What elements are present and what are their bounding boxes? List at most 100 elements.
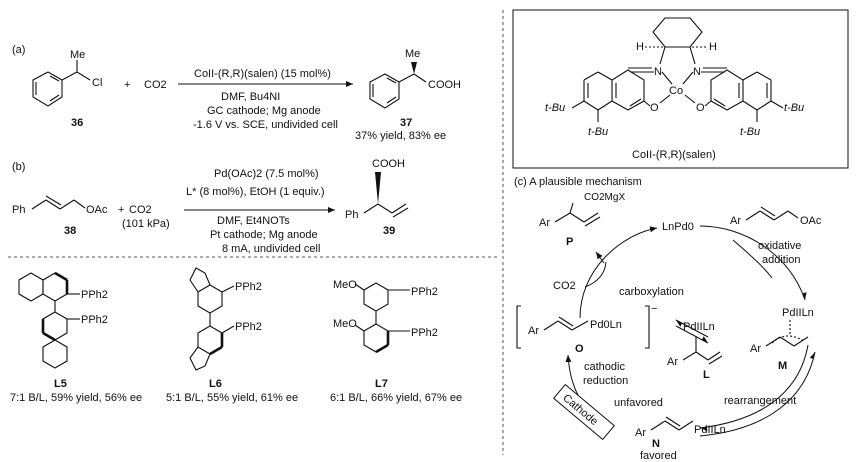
- arrow-l-equilibrium: [675, 319, 709, 338]
- l6-pph2-bot: PPh2: [235, 321, 262, 333]
- mech-m-label: M: [778, 360, 787, 372]
- mech-n-skeleton: [650, 416, 694, 431]
- l6-label: L6: [209, 378, 222, 390]
- l6-pph2-top: PPh2: [235, 281, 262, 293]
- salen-n-left: N: [654, 66, 662, 78]
- sm-36-me: Me: [70, 49, 85, 61]
- mech-o-skeleton: [543, 316, 589, 331]
- mech-o-ar: Ar: [528, 325, 539, 337]
- mech-addition: addition: [762, 254, 801, 266]
- cond-b-3: DMF, Et4NOTs: [217, 215, 290, 227]
- mech-allyl-ar: Ar: [730, 215, 741, 227]
- mech-n-label: N: [652, 438, 660, 450]
- mech-allyl-skeleton: [745, 206, 799, 221]
- mech-n-pd: PdIILn: [694, 424, 726, 436]
- mech-unfavored: unfavored: [614, 397, 663, 409]
- l5-pph2-top: PPh2: [81, 289, 108, 301]
- benzene-ring-36: [32, 60, 91, 107]
- salen-h-left: H: [636, 41, 644, 53]
- benzene-ring-37: [369, 62, 427, 109]
- salen-n-right: N: [693, 66, 701, 78]
- arrow-oxidative-addition: [699, 225, 807, 301]
- arrow-carboxylation: [579, 226, 658, 319]
- l5-label: L5: [54, 378, 67, 390]
- l6-result: 5:1 B/L, 55% yield, 61% ee: [166, 392, 298, 404]
- l7-result: 6:1 B/L, 66% yield, 67% ee: [330, 392, 462, 404]
- arrow-rearrangement-back: [699, 351, 816, 437]
- l5-pph2-bot: PPh2: [81, 314, 108, 326]
- mech-cathodic: cathodic: [584, 361, 625, 373]
- pressure-b: (101 kPa): [122, 218, 170, 230]
- compound-label-37: 37: [400, 117, 412, 129]
- prod-37-me: Me: [405, 48, 420, 60]
- l7-meo-top: MeO: [333, 279, 357, 291]
- mech-n-ar: Ar: [635, 427, 646, 439]
- mech-oxidative: oxidative: [758, 240, 801, 252]
- salen-h-right: H: [709, 41, 717, 53]
- ligand-L7-structure: [354, 282, 410, 354]
- prod-39-skeleton: [363, 172, 409, 218]
- mech-m-skeleton: [765, 320, 809, 347]
- l7-pph2-bot: PPh2: [411, 327, 438, 339]
- mech-p-label: P: [566, 236, 573, 248]
- l7-meo-bot: MeO: [333, 318, 357, 330]
- mech-m-ar: Ar: [750, 343, 761, 355]
- prod-39-cooh: COOH: [372, 158, 405, 170]
- sm-38-ph: Ph: [12, 204, 25, 216]
- mech-o-charge: −: [651, 303, 657, 315]
- co2-b: CO2: [129, 204, 152, 216]
- mech-p-co2mgx: CO2MgX: [584, 192, 625, 203]
- salen-structure-box: [512, 9, 849, 169]
- mech-l-label: L: [703, 369, 710, 381]
- mech-p-skeleton: [554, 202, 601, 227]
- cond-a-4: -1.6 V vs. SCE, undivided cell: [193, 119, 338, 131]
- cathode-box: Cathode: [552, 383, 616, 441]
- salen-caption: CoII-(R,R)(salen): [632, 149, 716, 161]
- cond-a-2: DMF, Bu4NI: [221, 91, 280, 103]
- plus-a: +: [124, 79, 130, 91]
- ligand-L5-structure: [18, 271, 80, 369]
- co2-a: CO2: [144, 79, 167, 91]
- arrow-to-p: [595, 251, 605, 264]
- cond-a-1: CoII-(R,R)(salen) (15 mol%): [194, 68, 331, 80]
- mech-reduction: reduction: [583, 375, 628, 387]
- cond-b-1: Pd(OAc)2 (7.5 mol%): [214, 168, 319, 180]
- arrow-l-equilibrium-back: [675, 325, 709, 344]
- result-a: 37% yield, 83% ee: [355, 130, 446, 142]
- mech-carboxylation: carboxylation: [619, 286, 684, 298]
- sm-38-oac: OAc: [86, 204, 108, 216]
- arrow-co2-entry: [584, 261, 607, 288]
- mech-rearrangement: rearrangement: [724, 395, 796, 407]
- salen-backbone: [571, 46, 784, 122]
- salen-tbu-1: t-Bu: [545, 102, 565, 114]
- ligand-L6-structure: [189, 267, 235, 371]
- l7-label: L7: [375, 378, 388, 390]
- mech-m-pd: PdIILn: [782, 307, 814, 319]
- mech-l-skeleton: [682, 336, 723, 365]
- mech-o-pd: Pd0Ln: [590, 319, 622, 331]
- arrow-allyl-entry: [732, 239, 773, 279]
- salen-tbu-4: t-Bu: [784, 102, 804, 114]
- mech-o-bracket-right: [645, 305, 650, 349]
- salen-tbu-2: t-Bu: [588, 126, 608, 138]
- cond-b-4: Pt cathode; Mg anode: [210, 229, 318, 241]
- mech-co2: CO2: [553, 280, 576, 292]
- cond-a-3: GC cathode; Mg anode: [207, 105, 321, 117]
- arrow-rearrangement: [699, 344, 809, 432]
- sm-36-cl: Cl: [92, 77, 102, 89]
- l7-pph2-top: PPh2: [411, 286, 438, 298]
- mech-o-bracket-left: [516, 305, 521, 349]
- mech-p-ar: Ar: [539, 217, 550, 229]
- salen-o-right: O: [696, 102, 705, 114]
- cyclohexane-ring: [652, 17, 703, 48]
- mechanism-title: (c) A plausible mechanism: [514, 176, 642, 188]
- compound-label-38: 38: [64, 225, 76, 237]
- panel-a-tag: (a): [12, 44, 25, 56]
- plus-b: +: [118, 204, 124, 216]
- prod-39-ph: Ph: [345, 209, 358, 221]
- l5-result: 7:1 B/L, 59% yield, 56% ee: [10, 392, 142, 404]
- allyl-chain-38: [31, 195, 86, 210]
- prod-37-cooh: COOH: [428, 79, 461, 91]
